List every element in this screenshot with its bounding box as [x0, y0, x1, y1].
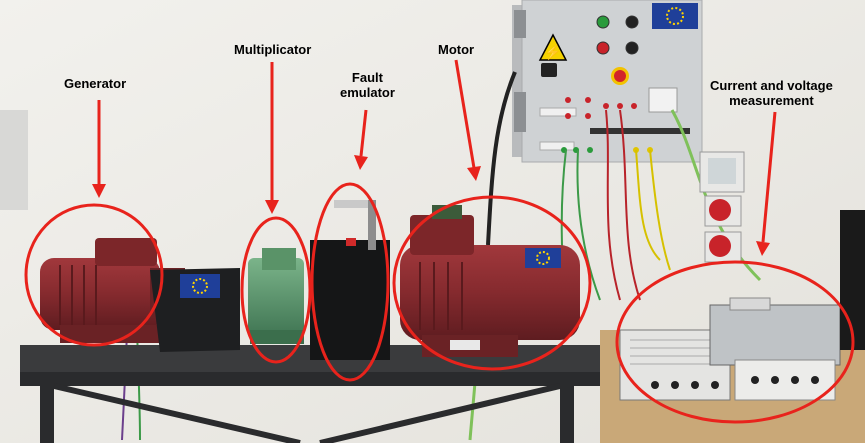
control-cabinet: ⚡: [512, 0, 703, 163]
eu-flag-icon: [525, 248, 561, 268]
fault-emulator-unit: [310, 200, 390, 360]
generator-label-text: Generator: [64, 76, 127, 91]
multiplicator-label: Multiplicator: [234, 42, 311, 57]
wall-sockets: [699, 151, 745, 263]
annotation-circles: [24, 182, 855, 424]
fault-emulator-label: Fault emulator: [340, 70, 395, 100]
measurement-label: Current and voltage measurement: [710, 78, 833, 108]
motor-machine: [400, 205, 580, 357]
fault-emulator-label-line1: Fault: [351, 70, 383, 85]
measurement-label-line2: measurement: [729, 93, 814, 108]
high-voltage-warning-icon: [538, 33, 568, 61]
motor-label-text: Motor: [438, 42, 475, 57]
eu-flag-icon: [652, 3, 698, 29]
eu-flag-icon: [180, 274, 220, 298]
multiplicator-label-text: Multiplicator: [234, 42, 312, 57]
motor-circle: [392, 195, 592, 371]
measurement-circle: [615, 260, 855, 424]
annotation-arrows: [92, 59, 777, 256]
measurement-label-line1: Current and voltage: [710, 78, 833, 93]
wall-radiator: [0, 110, 28, 210]
fault-emulator-circle: [310, 182, 390, 382]
svg-text:⚡: ⚡: [544, 44, 561, 61]
fault-emulator-label-line2: emulator: [340, 85, 395, 100]
coupling-guard: [150, 268, 240, 352]
multiplicator-circle: [240, 216, 312, 364]
multiplicator-gearbox: [248, 248, 304, 344]
motor-label: Motor: [438, 42, 474, 57]
generator-circle: [24, 203, 164, 347]
generator-label: Generator: [64, 76, 126, 91]
